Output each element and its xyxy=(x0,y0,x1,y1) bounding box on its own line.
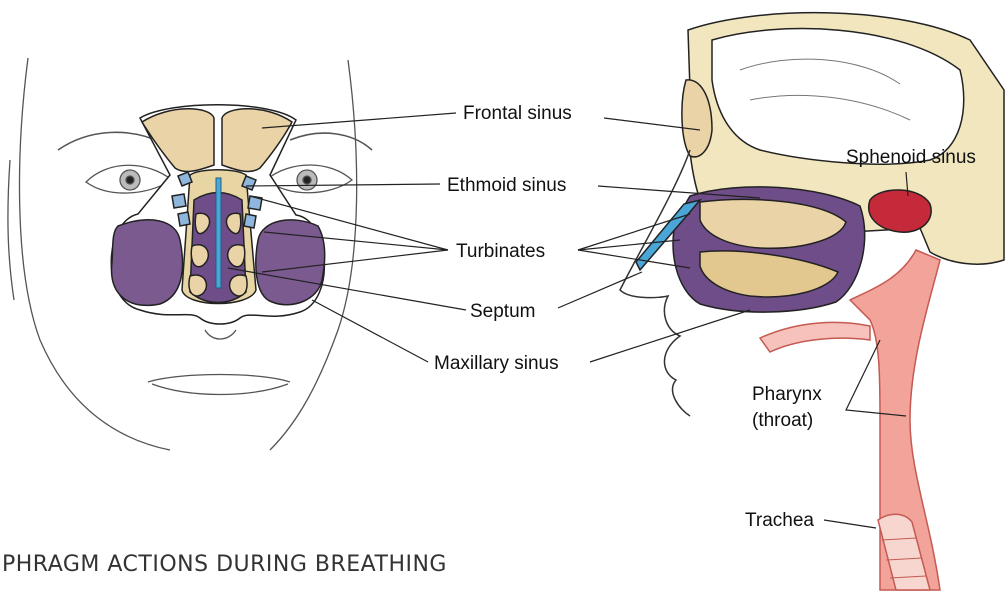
ethmoid-cell-6 xyxy=(244,214,256,228)
label-sphenoid-sinus: Sphenoid sinus xyxy=(846,147,976,168)
turbinate-right-lower xyxy=(230,275,247,296)
face-edge xyxy=(8,160,14,300)
philtrum xyxy=(205,330,236,339)
maxillary-sinus-left-front xyxy=(112,220,183,306)
section-caption: PHRAGM ACTIONS DURING BREATHING xyxy=(2,552,447,577)
turbinate-left-middle xyxy=(191,245,208,267)
eyebrow-right xyxy=(290,133,372,150)
ethmoid-cell-3 xyxy=(178,212,190,226)
septum-front xyxy=(216,178,221,288)
side-head-illustration xyxy=(620,13,1004,590)
front-sinus-cutaway xyxy=(111,105,324,324)
mouth-upper xyxy=(148,375,290,383)
label-trachea: Trachea xyxy=(745,510,814,531)
soft-palate-side xyxy=(760,322,870,352)
label-septum: Septum xyxy=(470,301,535,322)
label-turbinates: Turbinates xyxy=(456,241,545,262)
label-maxillary-sinus: Maxillary sinus xyxy=(434,353,559,374)
leader-trachea xyxy=(824,520,876,528)
pupil-left xyxy=(126,176,134,184)
label-frontal-sinus: Frontal sinus xyxy=(463,103,572,124)
label-pharynx: Pharynx xyxy=(752,384,822,405)
frontal-sinus-right-front xyxy=(222,109,292,172)
pupil-right xyxy=(303,176,311,184)
mouth-lower xyxy=(152,384,288,395)
label-pharynx-throat: (throat) xyxy=(752,410,813,431)
turbinate-right-middle xyxy=(228,245,245,267)
leader-septum-side xyxy=(558,272,642,308)
ethmoid-cell-2 xyxy=(172,194,186,208)
leader-maxillary-side xyxy=(590,310,750,362)
label-ethmoid-sinus: Ethmoid sinus xyxy=(447,175,566,196)
eyebrow-left xyxy=(58,132,160,150)
turbinate-left-lower xyxy=(189,275,206,296)
